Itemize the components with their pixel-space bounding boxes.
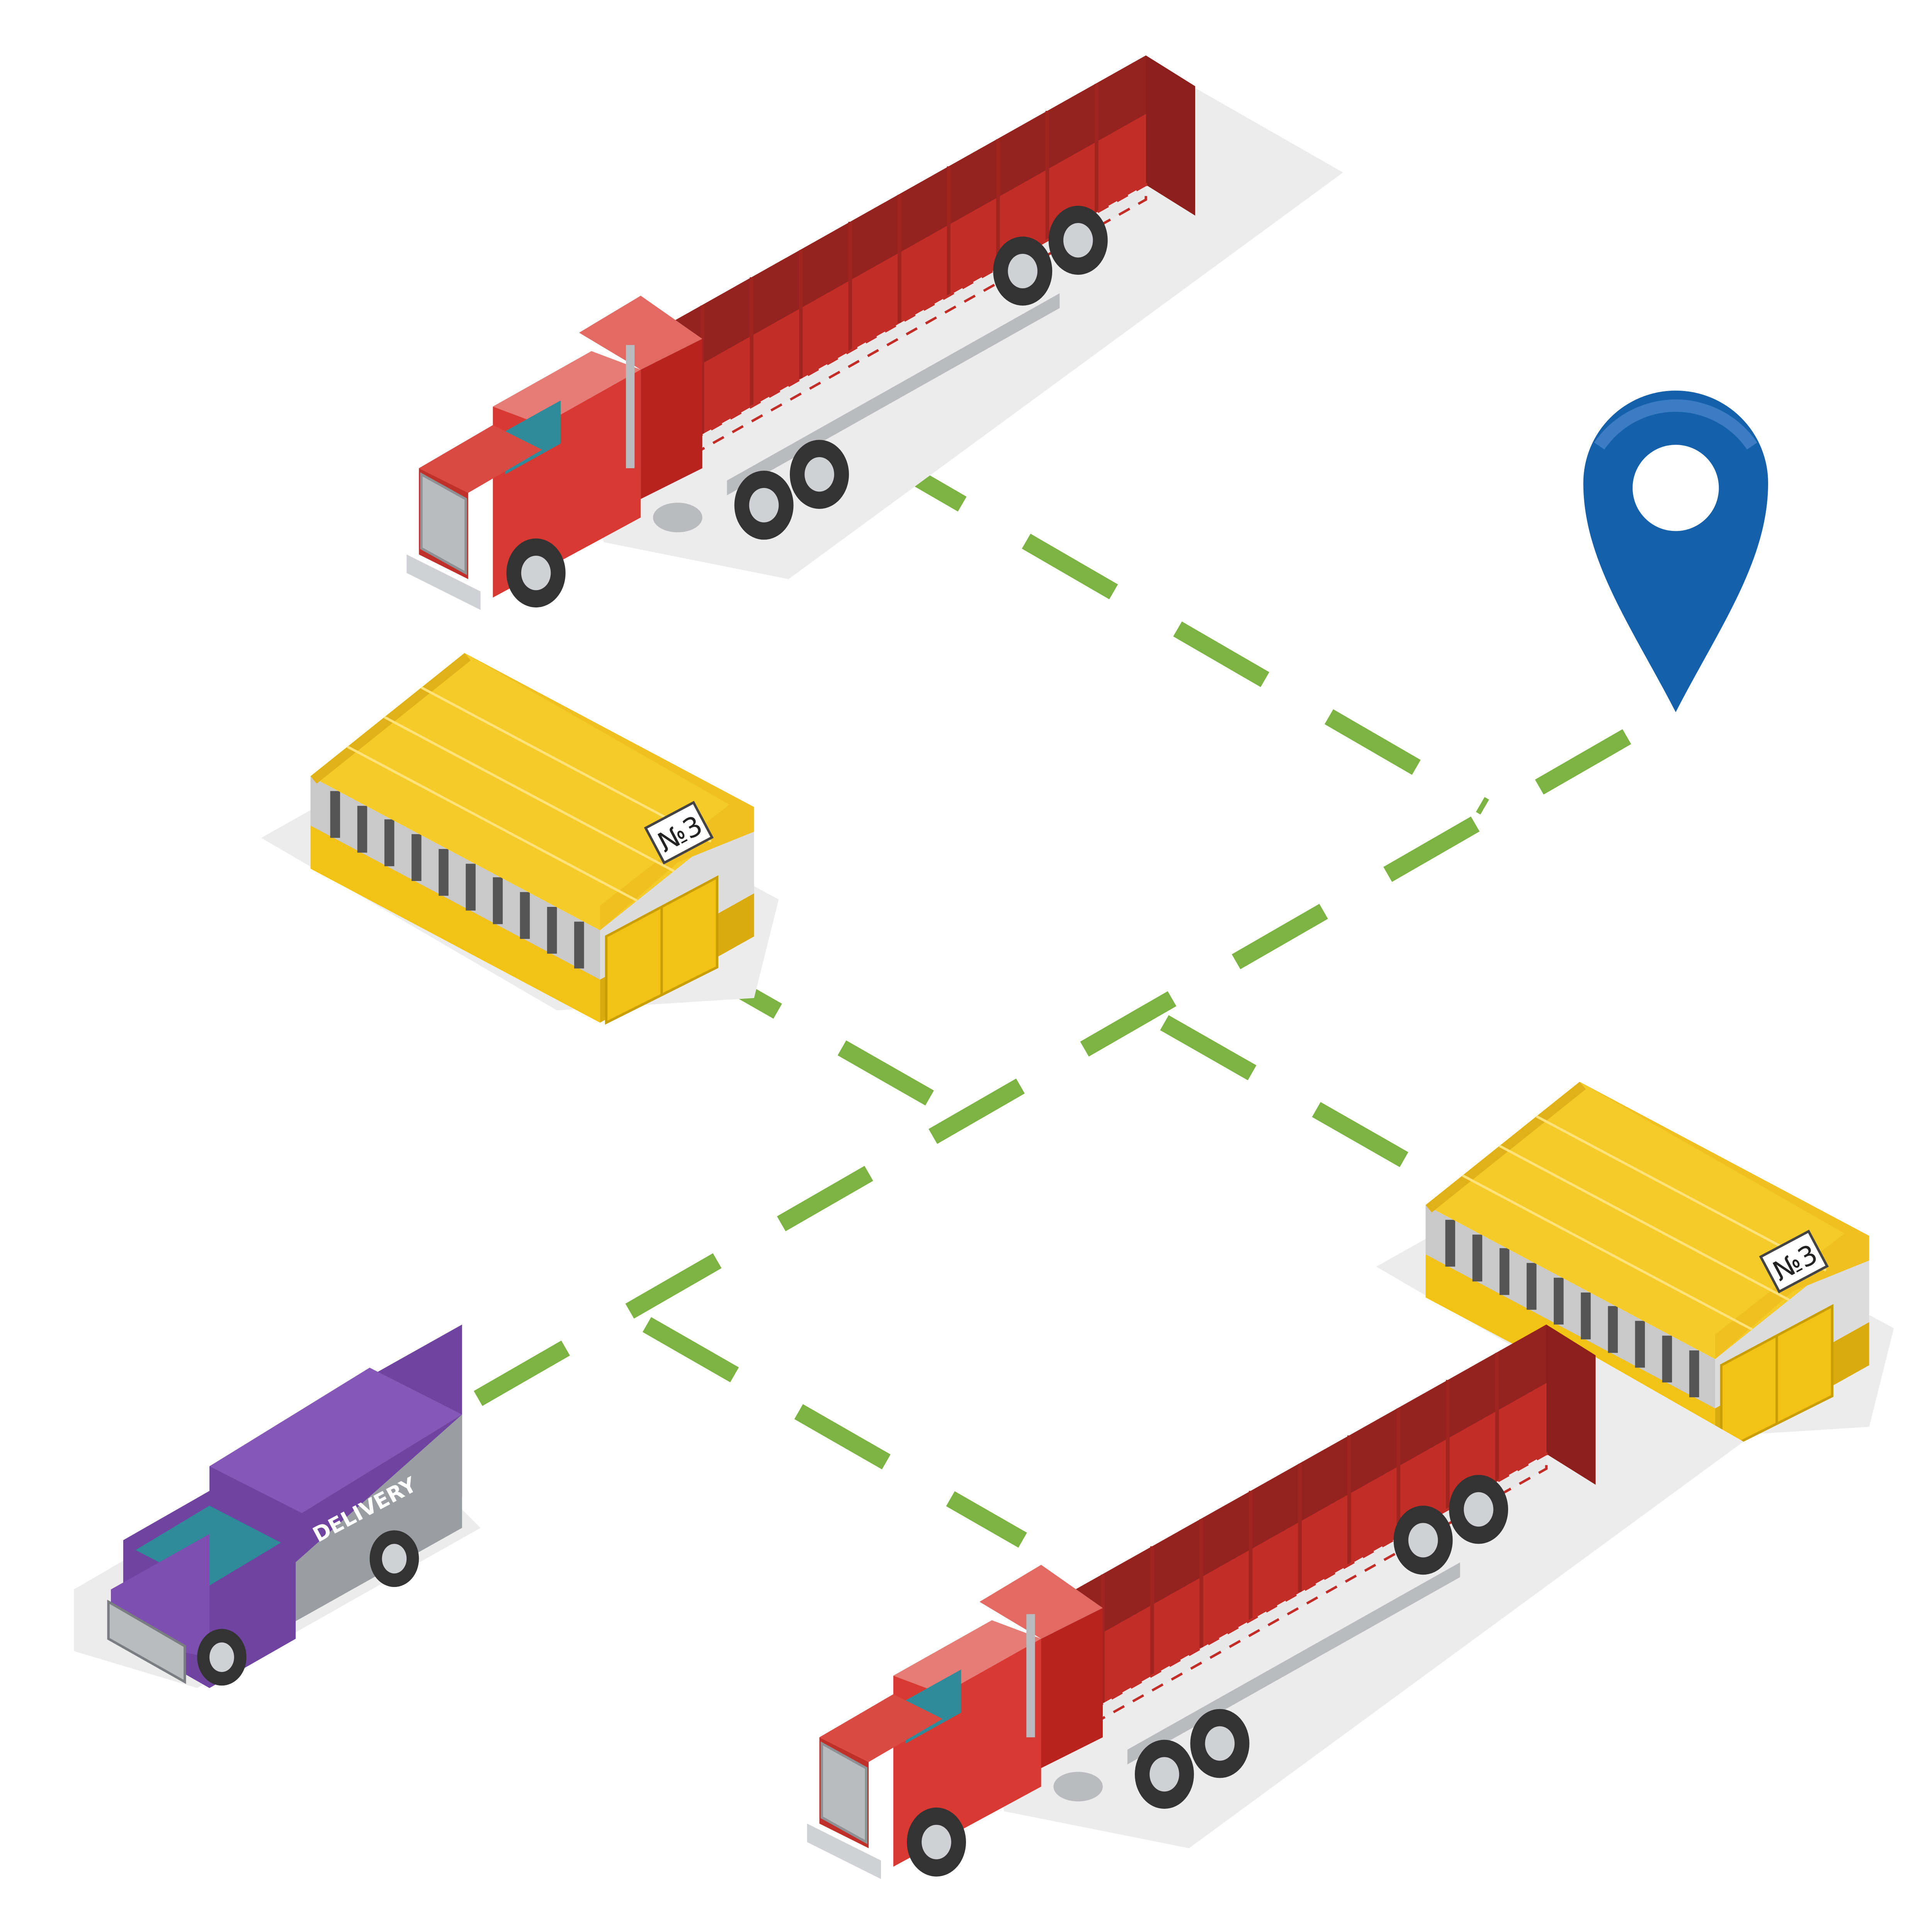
warehouse-icon[interactable]: №3 <box>1376 1082 1894 1452</box>
route-segment-main <box>474 701 1680 1406</box>
route-segment-truck-top <box>870 446 1489 815</box>
warehouse-icon[interactable]: №3 <box>261 653 779 1023</box>
delivery-van-icon[interactable]: DELIVERY <box>74 1324 481 1688</box>
semi-truck-icon[interactable] <box>406 55 1343 610</box>
route-segment-warehouse-2 <box>1160 1015 1428 1178</box>
location-pin-icon[interactable] <box>1583 390 1768 713</box>
semi-truck-icon[interactable] <box>807 1325 1743 1879</box>
route-segment-truck-bottom <box>642 1317 1027 1548</box>
